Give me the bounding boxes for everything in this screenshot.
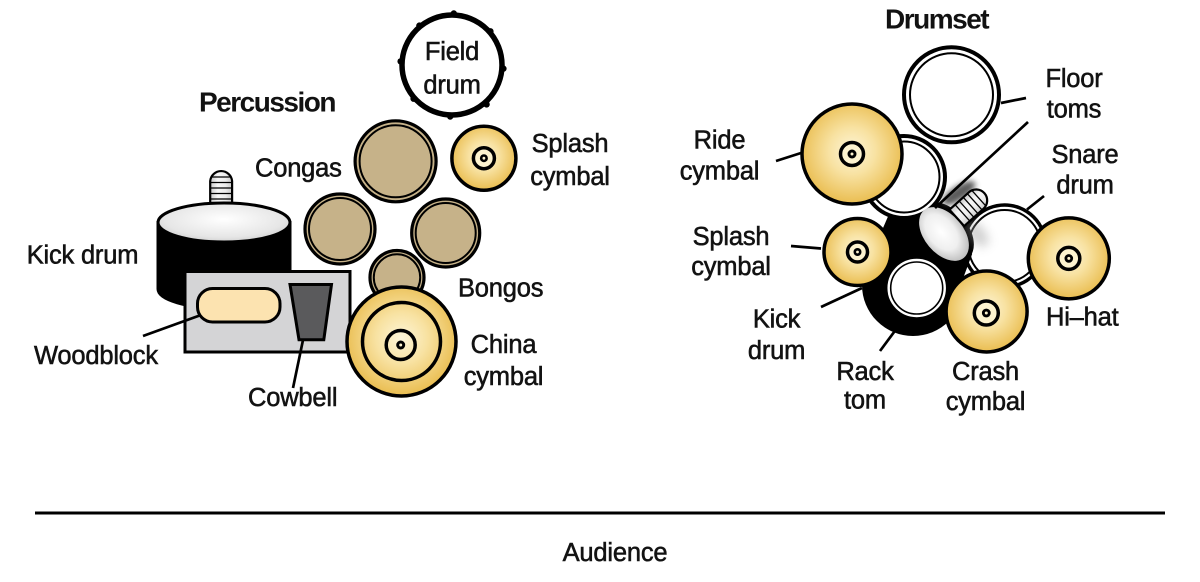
svg-text:Bongos: Bongos	[458, 274, 543, 302]
svg-text:Congas: Congas	[255, 155, 342, 183]
svg-text:cymbal: cymbal	[464, 363, 544, 391]
svg-text:drum: drum	[423, 72, 480, 100]
svg-text:Cowbell: Cowbell	[248, 384, 337, 412]
svg-text:Ride: Ride	[694, 127, 746, 155]
svg-text:cymbal: cymbal	[691, 253, 771, 281]
svg-text:Hi–hat: Hi–hat	[1046, 304, 1119, 332]
svg-text:toms: toms	[1047, 96, 1101, 124]
svg-text:Snare: Snare	[1051, 141, 1118, 169]
svg-text:Percussion: Percussion	[199, 87, 335, 118]
svg-text:Field: Field	[425, 38, 479, 66]
svg-text:Rack: Rack	[836, 358, 894, 386]
svg-text:cymbal: cymbal	[946, 388, 1026, 416]
svg-text:Crash: Crash	[952, 358, 1019, 386]
svg-text:drum: drum	[1056, 172, 1113, 200]
svg-text:China: China	[471, 331, 538, 359]
svg-text:Woodblock: Woodblock	[34, 342, 158, 370]
svg-text:cymbal: cymbal	[680, 158, 760, 186]
svg-text:cymbal: cymbal	[530, 163, 610, 191]
svg-text:drum: drum	[748, 337, 805, 365]
svg-text:Splash: Splash	[532, 130, 609, 158]
svg-text:Audience: Audience	[563, 539, 668, 567]
svg-text:Kick: Kick	[753, 306, 801, 334]
svg-text:Floor: Floor	[1045, 65, 1103, 93]
svg-text:Kick drum: Kick drum	[27, 242, 139, 270]
svg-text:tom: tom	[844, 387, 886, 415]
svg-text:Splash: Splash	[693, 223, 770, 251]
svg-text:Drumset: Drumset	[885, 3, 989, 34]
